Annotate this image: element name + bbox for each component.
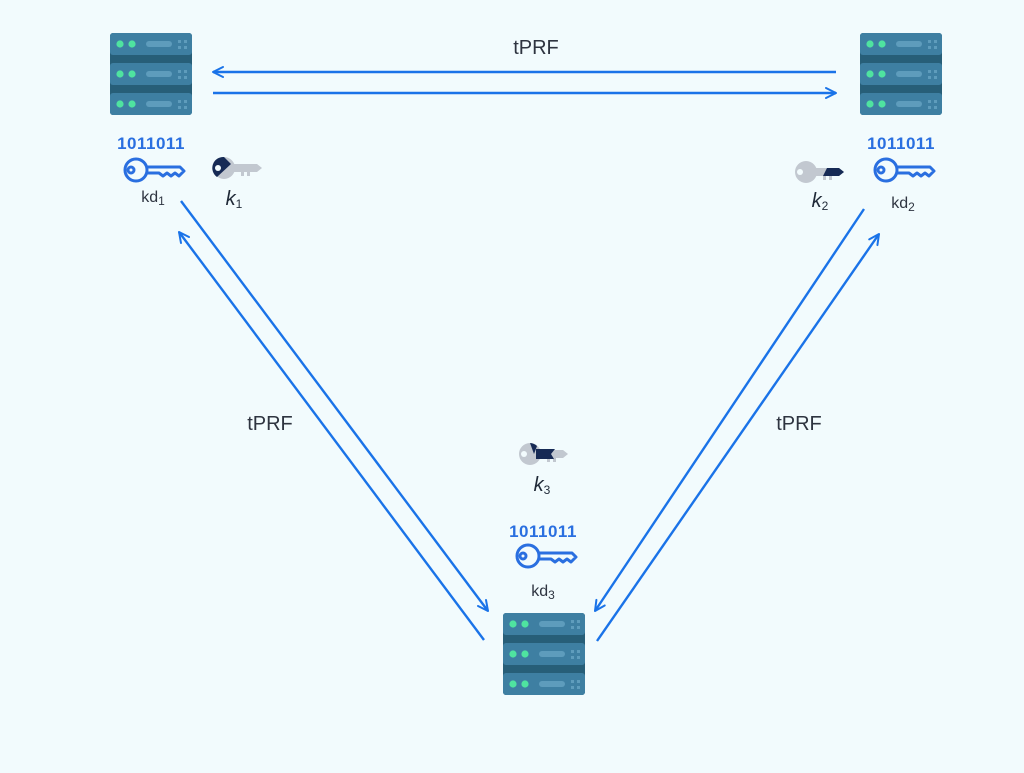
arrow-server2-to-server3 <box>594 208 865 612</box>
edge-right-label: tPRF <box>776 413 822 435</box>
server1-key-share-icon <box>212 156 262 179</box>
server1-kd-label: kd1 <box>141 189 165 208</box>
server3-kd-label: kd3 <box>531 583 555 602</box>
server2-bits: 1011011 <box>867 134 935 153</box>
arrow-server3-to-server1 <box>178 231 485 641</box>
server1-share-label: k1 <box>226 188 243 211</box>
server1-rack-icon <box>110 33 192 115</box>
server3: 1011011 kd3 k3 <box>503 443 585 695</box>
edge-top: tPRF <box>212 37 837 99</box>
server2: 1011011 kd2 k2 <box>795 33 942 214</box>
edge-left-label: tPRF <box>247 413 293 435</box>
edge-right: tPRF <box>594 208 880 642</box>
edge-left: tPRF <box>178 200 489 641</box>
server1-key-icon <box>123 157 186 183</box>
arrow-server3-to-server2 <box>596 233 880 642</box>
server3-rack-icon <box>503 613 585 695</box>
server3-share-label: k3 <box>534 474 551 497</box>
server2-kd-label: kd2 <box>891 195 915 214</box>
server2-rack-icon <box>860 33 942 115</box>
server1-bits: 1011011 <box>117 134 185 153</box>
server2-key-share-icon <box>795 161 844 183</box>
arrow-server1-to-server3 <box>180 200 489 612</box>
server2-key-icon <box>873 157 936 183</box>
server2-share-label: k2 <box>812 190 829 213</box>
server3-key-icon <box>515 543 578 569</box>
server3-bits: 1011011 <box>509 522 577 541</box>
server3-key-share-icon <box>519 443 568 465</box>
server1: 1011011 kd1 k1 <box>110 33 262 211</box>
edge-top-label: tPRF <box>513 37 559 59</box>
